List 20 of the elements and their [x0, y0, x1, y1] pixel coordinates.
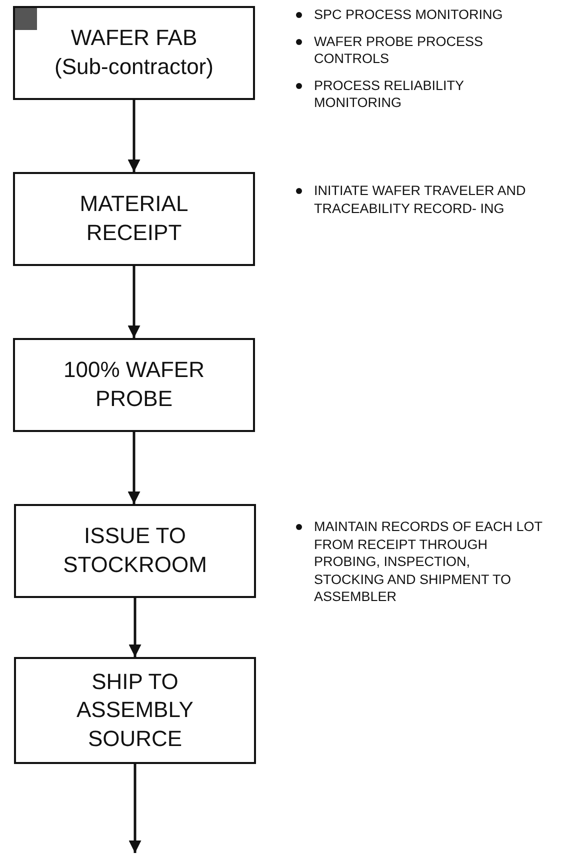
process-box [13, 338, 255, 432]
bullet-note: WAFER PROBE PROCESS CONTROLS [314, 32, 484, 68]
arrow [128, 432, 140, 504]
process-box [13, 172, 255, 266]
step-label: MATERIAL RECEIPT [78, 190, 190, 247]
arrow [128, 266, 140, 338]
bullet-note: PROCESS RELIABILITY MONITORING [314, 76, 465, 112]
step-label: SHIP TO ASSEMBLY SOURCE [76, 668, 194, 753]
step-label: 100% WAFER PROBE [62, 356, 206, 413]
arrow [128, 764, 142, 853]
arrow [128, 100, 140, 172]
step-label: ISSUE TO STOCKROOM [62, 522, 208, 579]
arrow [128, 598, 142, 657]
process-box [13, 6, 255, 100]
bullet-note: SPC PROCESS MONITORING [314, 6, 503, 24]
process-box [14, 504, 256, 598]
bullet-note: MAINTAIN RECORDS OF EACH LOT FROM RECEIPT THROUGH PROBING, INSPECTION, STOCKING AND SHIPMENT TO ASSEMBLER [314, 518, 544, 606]
process-box [14, 657, 256, 764]
bullet-note: INITIATE WAFER TRAVELER AND TRACEABILITY RECORD- ING [314, 182, 527, 218]
step-label: WAFER FAB (Sub-contractor) [54, 24, 214, 81]
